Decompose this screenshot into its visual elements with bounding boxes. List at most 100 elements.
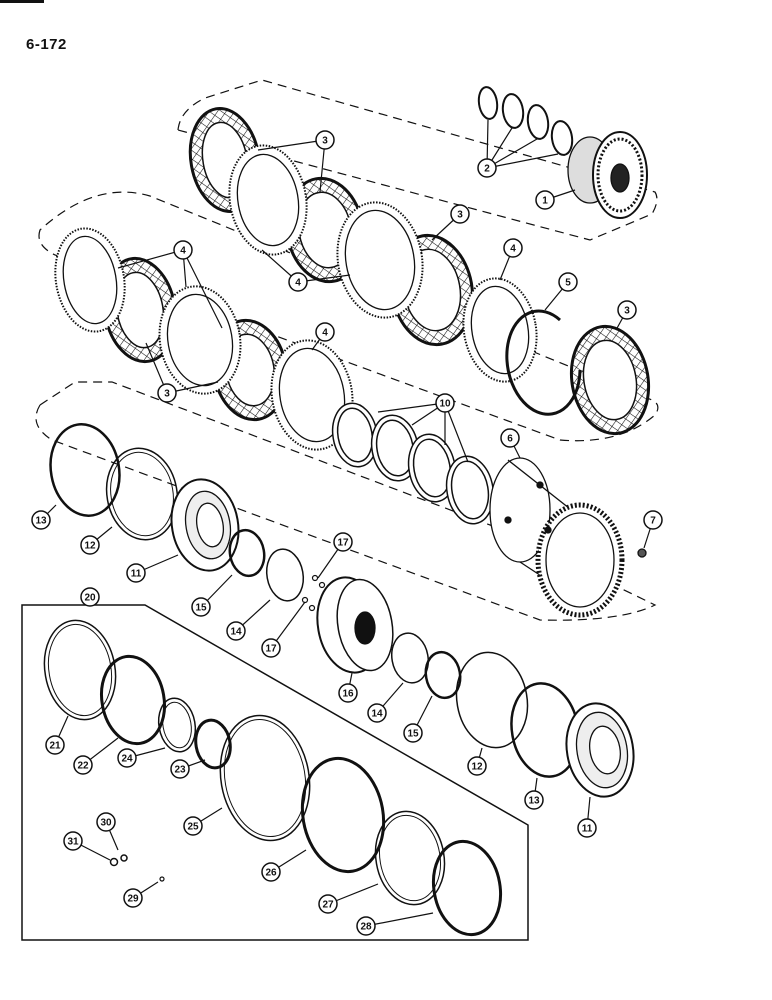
callout-label: 11	[582, 824, 593, 835]
callout-label: 2	[484, 164, 490, 175]
callout-label: 4	[295, 278, 301, 289]
ring-31	[109, 857, 119, 867]
ring-13-upper	[49, 423, 121, 517]
callout-circle	[261, 638, 281, 658]
callout-28: 28	[356, 916, 376, 936]
callout-label: 14	[371, 709, 383, 720]
callout-circle	[117, 748, 137, 768]
callout-label: 12	[471, 762, 483, 773]
callout-label: 3	[457, 210, 463, 221]
callout-3: 3	[315, 130, 335, 150]
callout-label: 4	[322, 328, 328, 339]
callout-circle	[467, 756, 487, 776]
callout-circle	[524, 790, 544, 810]
callout-27: 27	[318, 894, 338, 914]
ring-28	[431, 839, 503, 937]
callout-label: 31	[67, 837, 79, 848]
leader-line-28	[365, 912, 434, 927]
ring-12-upper	[105, 447, 179, 541]
kit-frame	[21, 604, 529, 941]
callout-6: 6	[500, 428, 520, 448]
callout-circle	[315, 322, 335, 342]
callout-4: 4	[503, 238, 523, 258]
callout-16: 16	[338, 683, 358, 703]
ring-24-inner	[162, 701, 192, 749]
page-number: 6-172	[26, 36, 67, 53]
callout-circle	[288, 272, 308, 292]
seals-10	[331, 402, 495, 525]
callout-circle	[367, 703, 387, 723]
callout-11: 11	[577, 818, 597, 838]
callout-20: 20	[80, 587, 100, 607]
callout-circle	[126, 563, 146, 583]
callout-14: 14	[367, 703, 387, 723]
callout-4: 4	[288, 272, 308, 292]
callout-label: 21	[49, 741, 61, 752]
nut-7	[637, 548, 647, 558]
callout-3: 3	[617, 300, 637, 320]
callout-14: 14	[226, 621, 246, 641]
ring-22	[100, 654, 166, 746]
callout-label: 27	[322, 900, 334, 911]
callout-12: 12	[80, 535, 100, 555]
group-outline-middle	[38, 191, 659, 442]
callout-circle	[170, 759, 190, 779]
o-rings-2	[477, 86, 574, 156]
callout-5: 5	[558, 272, 578, 292]
callout-label: 4	[180, 246, 186, 257]
callout-circle	[123, 888, 143, 908]
ring-15-upper	[228, 528, 266, 578]
callout-label: 5	[565, 278, 571, 289]
ring-14-lower	[390, 632, 430, 684]
corner-rule	[0, 0, 44, 3]
parts	[43, 86, 651, 937]
callout-15: 15	[191, 597, 211, 617]
callout-label: 20	[84, 593, 96, 604]
callout-label: 12	[84, 541, 96, 552]
callouts: 1233334444567101111121213131414151516171…	[31, 130, 663, 936]
leader-line-10	[377, 402, 446, 413]
callout-label: 24	[121, 754, 133, 765]
callout-17: 17	[333, 532, 353, 552]
callout-2: 2	[477, 158, 497, 178]
callout-23: 23	[170, 759, 190, 779]
leader-line-10	[444, 402, 469, 463]
callout-29: 29	[123, 888, 143, 908]
callout-label: 16	[342, 689, 354, 700]
callout-label: 15	[407, 729, 419, 740]
callout-30: 30	[96, 812, 116, 832]
callout-label: 1	[542, 196, 548, 207]
ring-27-inner	[379, 814, 441, 902]
ring-25	[219, 714, 311, 842]
callout-label: 15	[195, 603, 207, 614]
callout-26: 26	[261, 862, 281, 882]
callout-circle	[435, 393, 455, 413]
callout-circle	[191, 597, 211, 617]
piston-11-upper	[170, 478, 240, 572]
callout-label: 26	[265, 868, 277, 879]
callout-circle	[261, 862, 281, 882]
callout-13: 13	[524, 790, 544, 810]
snap-ring-5	[505, 309, 582, 416]
callout-circle	[226, 621, 246, 641]
callout-17: 17	[261, 638, 281, 658]
callout-circle	[577, 818, 597, 838]
callout-circle	[173, 240, 193, 260]
leader-line-2	[486, 153, 559, 169]
piston-16	[316, 576, 394, 674]
callout-label: 30	[100, 818, 112, 829]
callout-circle	[45, 735, 65, 755]
callout-circle	[558, 272, 578, 292]
callout-label: 3	[164, 389, 170, 400]
callout-circle	[643, 510, 663, 530]
callout-circle	[403, 723, 423, 743]
callout-label: 17	[337, 538, 349, 549]
callout-label: 6	[507, 434, 513, 445]
callout-circle	[315, 130, 335, 150]
callout-circle	[183, 816, 203, 836]
callout-15: 15	[403, 723, 423, 743]
callout-label: 11	[131, 569, 142, 580]
callout-circle	[477, 158, 497, 178]
callout-circle	[63, 831, 83, 851]
